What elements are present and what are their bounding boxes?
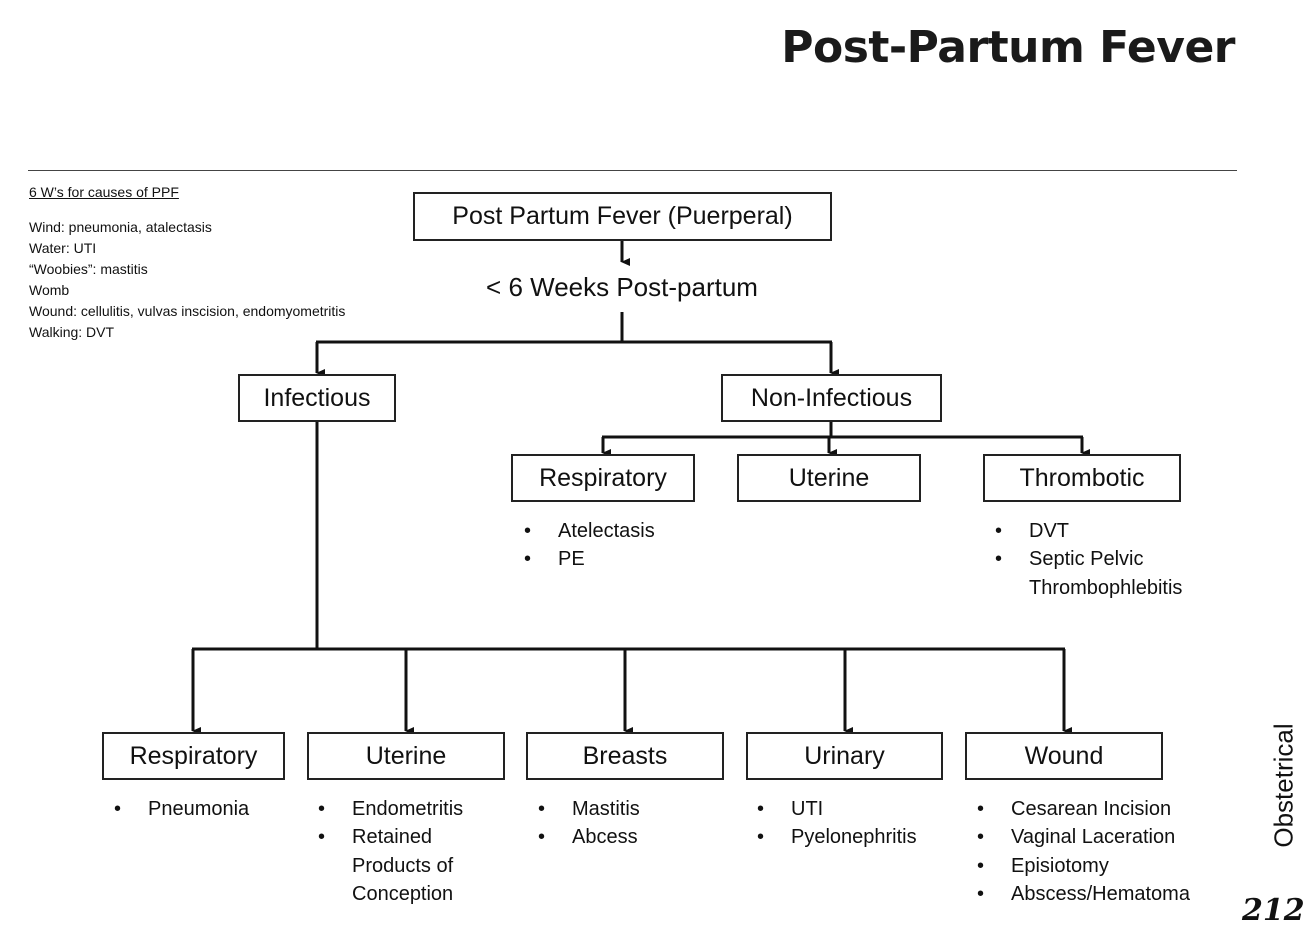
ni-thrombotic-list: DVT Septic Pelvic Thrombophlebitis — [995, 517, 1215, 602]
note-line: Walking: DVT — [29, 324, 115, 340]
inf-uterine-list: Endometritis Retained Products of Concep… — [318, 795, 488, 908]
non-infectious-node: Non-Infectious — [721, 374, 942, 422]
six-ws-notes: 6 W’s for causes of PPF Wind: pneumonia,… — [29, 182, 345, 343]
page-number: 212 — [1242, 893, 1303, 928]
divider — [28, 170, 1237, 171]
list-item: PE — [524, 545, 655, 574]
page-title: Post-Partum Fever — [781, 22, 1235, 73]
notes-heading: 6 W’s for causes of PPF — [29, 184, 179, 200]
list-item: Pyelonephritis — [757, 823, 917, 852]
list-item: Abcess — [538, 823, 640, 852]
note-line: “Woobies”: mastitis — [29, 261, 148, 277]
ni-uterine-node: Uterine — [737, 454, 921, 502]
inf-urinary-list: UTI Pyelonephritis — [757, 795, 917, 852]
list-item: Episiotomy — [977, 852, 1190, 881]
list-item: Pneumonia — [114, 795, 249, 824]
note-line: Wound: cellulitis, vulvas inscision, end… — [29, 303, 346, 319]
inf-breasts-list: Mastitis Abcess — [538, 795, 640, 852]
list-item: UTI — [757, 795, 917, 824]
list-item: Endometritis — [318, 795, 488, 824]
list-item: Abscess/Hematoma — [977, 880, 1190, 909]
list-item: Atelectasis — [524, 517, 655, 546]
ni-thrombotic-node: Thrombotic — [983, 454, 1181, 502]
inf-uterine-node: Uterine — [307, 732, 505, 780]
ni-respiratory-list: Atelectasis PE — [524, 517, 655, 574]
note-line: Water: UTI — [29, 240, 97, 256]
list-item: DVT — [995, 517, 1215, 546]
inf-respiratory-list: Pneumonia — [114, 795, 249, 824]
list-item: Septic Pelvic Thrombophlebitis — [995, 545, 1182, 602]
list-item: Retained Products of Conception — [318, 823, 462, 908]
list-item: Cesarean Incision — [977, 795, 1190, 824]
section-label: Obstetrical — [1268, 723, 1299, 848]
inf-respiratory-node: Respiratory — [102, 732, 285, 780]
list-item: Mastitis — [538, 795, 640, 824]
ni-respiratory-node: Respiratory — [511, 454, 695, 502]
inf-urinary-node: Urinary — [746, 732, 943, 780]
root-node: Post Partum Fever (Puerperal) — [413, 192, 832, 241]
inf-wound-node: Wound — [965, 732, 1163, 780]
subtitle: < 6 Weeks Post-partum — [486, 272, 758, 302]
list-item: Vaginal Laceration — [977, 823, 1190, 852]
note-line: Wind: pneumonia, atalectasis — [29, 219, 212, 235]
note-line: Womb — [29, 282, 70, 298]
inf-wound-list: Cesarean Incision Vaginal Laceration Epi… — [977, 795, 1190, 908]
inf-breasts-node: Breasts — [526, 732, 724, 780]
infectious-node: Infectious — [238, 374, 396, 422]
